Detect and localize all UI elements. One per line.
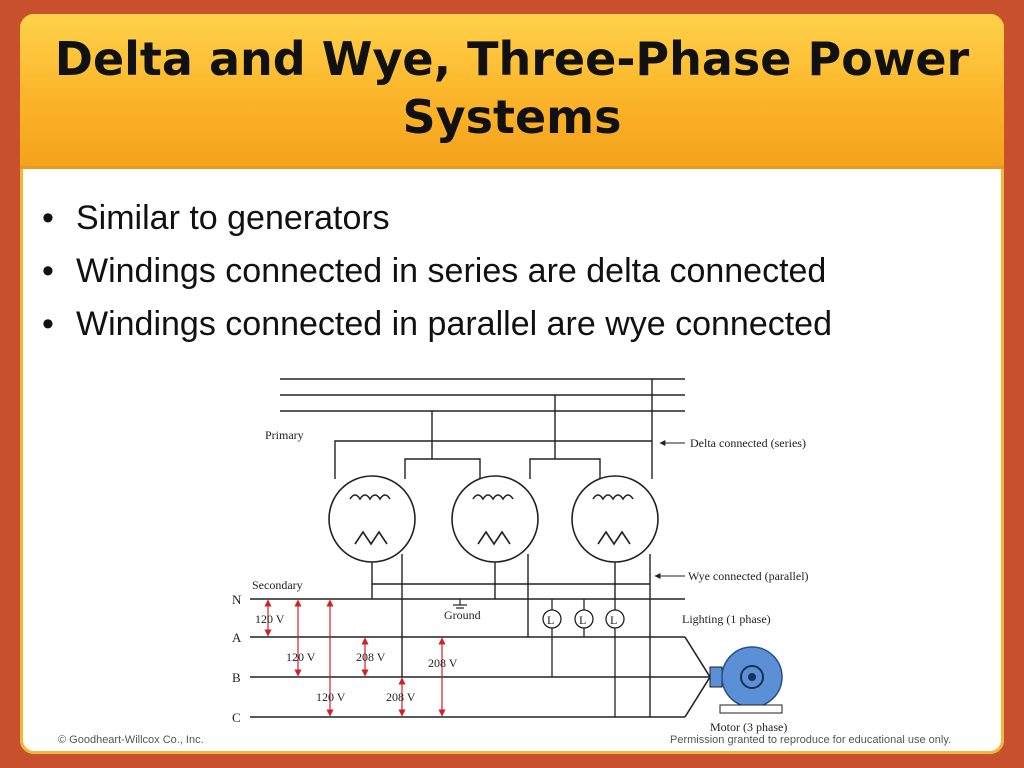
bullet-glyph: • <box>42 305 54 343</box>
bullet-item: • Windings connected in parallel are wye … <box>42 298 832 351</box>
voltage-label-bc: 208 V <box>386 690 416 704</box>
slide: Delta and Wye, Three-Phase Power Systems… <box>20 14 1004 754</box>
lamp-label: L <box>579 613 586 627</box>
bullet-text: Windings connected in series are delta c… <box>76 252 827 290</box>
primary-connections <box>334 379 653 479</box>
title-bar: Delta and Wye, Three-Phase Power Systems <box>20 14 1004 169</box>
secondary-connections <box>371 554 651 717</box>
voltage-label-na: 120 V <box>255 612 285 626</box>
line-label-a: A <box>232 630 242 645</box>
line-label-n: N <box>232 592 242 607</box>
three-phase-diagram: Primary Delta connected (series) <box>232 378 809 734</box>
bullet-glyph: • <box>42 199 54 237</box>
voltage-label-ac: 208 V <box>428 656 458 670</box>
slide-title: Delta and Wye, Three-Phase Power Systems <box>54 32 970 144</box>
ground-icon <box>453 599 467 609</box>
bullet-item: • Windings connected in series are delta … <box>42 245 832 298</box>
line-label-c: C <box>232 710 241 725</box>
voltage-arrows <box>264 599 446 717</box>
transformer-1 <box>328 475 416 563</box>
footer-permission: Permission granted to reproduce for educ… <box>670 734 952 746</box>
lighting-label: Lighting (1 phase) <box>682 612 771 626</box>
line-label-b: B <box>232 670 241 685</box>
bullet-item: • Similar to generators <box>42 192 832 245</box>
footer-copyright: © Goodheart-Willcox Co., Inc. <box>58 734 204 746</box>
lamp-label: L <box>547 613 554 627</box>
secondary-label: Secondary <box>252 578 303 592</box>
voltage-label-nb: 120 V <box>286 650 316 664</box>
ground-label: Ground <box>444 608 481 622</box>
lamp-label: L <box>610 613 617 627</box>
motor-label: Motor (3 phase) <box>710 720 787 734</box>
motor-icon <box>709 646 783 714</box>
transformer-3 <box>571 475 659 563</box>
voltage-label-nc: 120 V <box>316 690 346 704</box>
bullet-text: Windings connected in parallel are wye c… <box>76 305 833 343</box>
delta-label: Delta connected (series) <box>690 436 806 450</box>
transformer-2 <box>451 475 539 563</box>
voltage-label-ab: 208 V <box>356 650 386 664</box>
bullet-text: Similar to generators <box>76 199 390 237</box>
lamp-group <box>542 599 625 717</box>
wye-label: Wye connected (parallel) <box>688 569 809 583</box>
primary-bus <box>280 378 685 412</box>
bullet-list: • Similar to generators • Windings connect… <box>42 192 832 351</box>
primary-label: Primary <box>265 428 304 442</box>
bullet-glyph: • <box>42 252 54 290</box>
